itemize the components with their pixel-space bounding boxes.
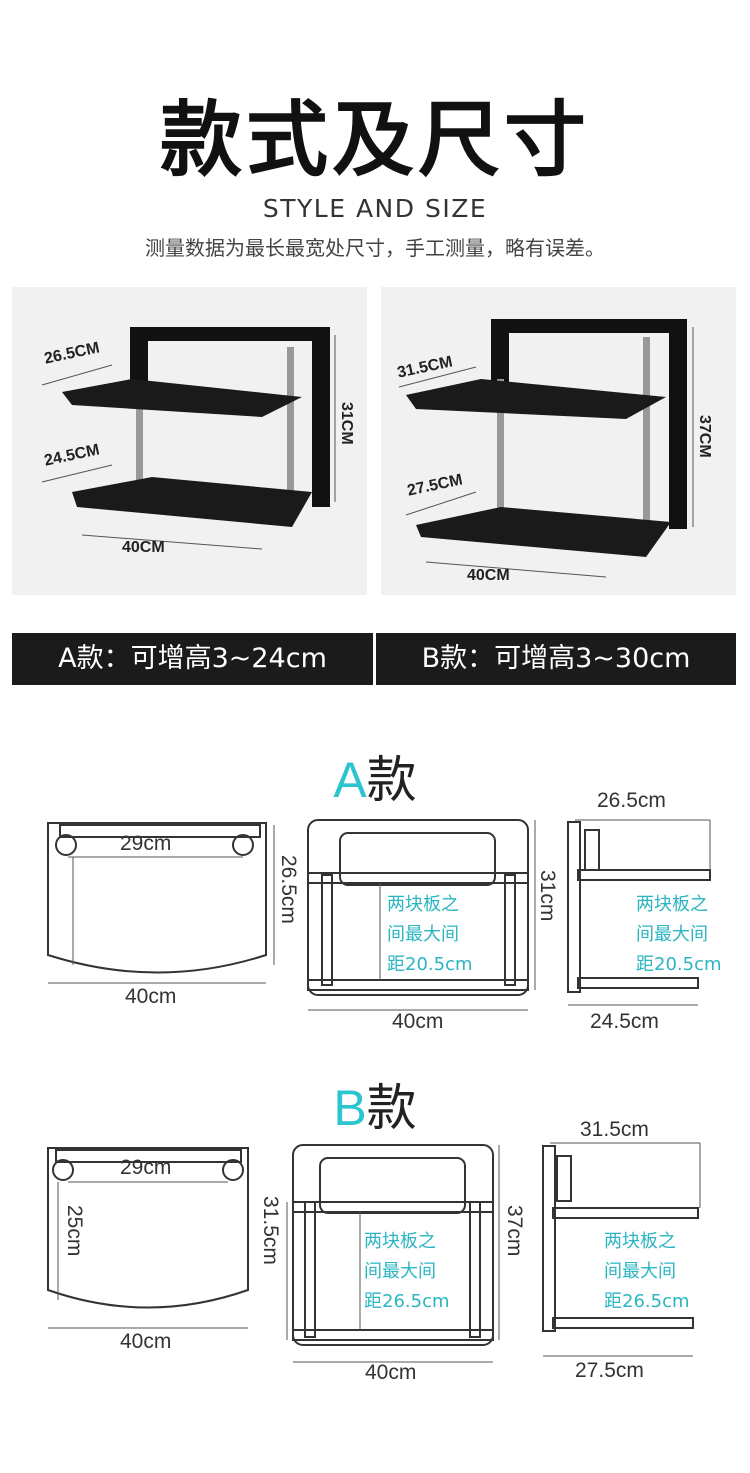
model-a-side-top-depth-dim: 26.5cm [597,789,666,812]
model-b-inner-width: 29cm [120,1156,172,1179]
model-a-top-width-dim: 40cm [125,985,177,1008]
banner-divider [373,633,376,685]
model-b-front-view [286,1144,500,1363]
model-a-side-bottom-depth-dim: 24.5cm [590,1010,659,1033]
model-b-front-width-dim: 40cm [365,1361,417,1384]
model-b-word: 款 [366,1079,417,1137]
model-b-top-view [47,1147,249,1329]
model-b-front-note: 两块板之 间最大间 距26.5cm [364,1231,450,1312]
model-a-front-view [307,819,536,1011]
model-a-side-note: 两块板之 间最大间 距20.5cm [636,894,722,975]
shelf-a-illustration [41,327,336,550]
model-b-side-top-depth-dim: 31.5cm [580,1118,649,1141]
page-subtitle: STYLE AND SIZE [262,194,488,223]
model-b-front-right-height-dim: 37cm [503,1205,526,1257]
photo-b-height: 37CM [696,415,713,458]
model-b-top-depth-dim: 25cm [63,1205,86,1257]
model-a-side-view [567,819,711,1006]
model-a-heading: A款 [0,740,750,812]
banner-model-b: B款：可增高3~30cm [376,633,736,685]
model-b-side-note: 两块板之 间最大间 距26.5cm [604,1231,690,1312]
shelf-b-illustration [398,319,694,578]
model-a-word: 款 [366,751,417,809]
model-a-front-height-dim: 31cm [536,870,559,922]
banner-model-a: A款：可增高3~24cm [12,633,373,685]
page-title: 款式及尺寸 [159,93,590,188]
model-a-front-note: 两块板之 间最大间 距20.5cm [387,894,473,975]
model-a-letter: A [333,752,367,808]
model-a-top-view [47,822,275,984]
model-a-inner-width: 29cm [120,832,172,855]
model-b-letter: B [333,1080,367,1136]
model-b-heading: B款 [0,1068,750,1140]
model-b-front-left-height-dim: 31.5cm [259,1196,282,1265]
photo-a-height: 31CM [338,402,355,445]
model-b-top-width-dim: 40cm [120,1330,172,1353]
model-b-side-view [542,1142,701,1357]
photo-a-width: 40CM [122,539,165,556]
photo-model-a: 26.5CM 24.5CM 31CM 40CM [12,287,367,595]
model-a-top-depth-dim: 26.5cm [277,855,300,924]
model-b-side-bottom-depth-dim: 27.5cm [575,1359,644,1382]
photo-b-width: 40CM [467,567,510,584]
measurement-note: 测量数据为最长最宽处尺寸，手工测量，略有误差。 [145,236,605,260]
model-a-front-width-dim: 40cm [392,1010,444,1033]
photo-model-b: 31.5CM 27.5CM 37CM 40CM [381,287,736,595]
